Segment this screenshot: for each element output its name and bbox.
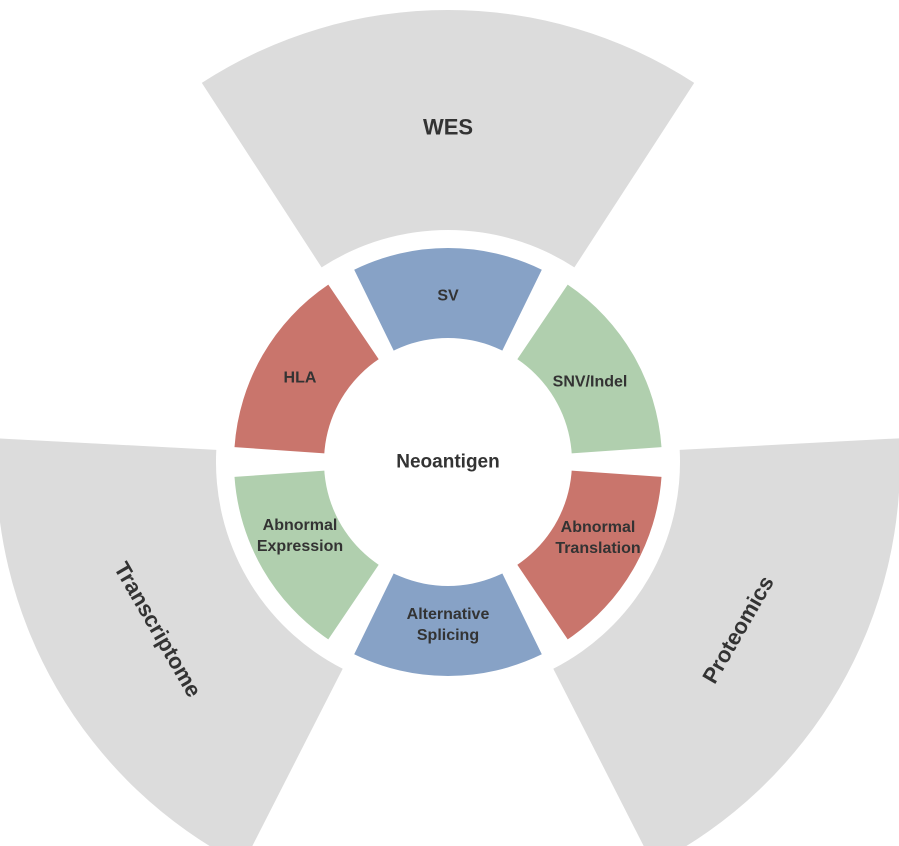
- inner-label-hla: HLA: [284, 370, 317, 387]
- inner-label-abnormal-translation-line1: Abnormal: [561, 519, 636, 536]
- inner-ring: SV SNV/IndelAbnormalTranslationAlternativ…: [234, 248, 662, 676]
- inner-label-sv: SV: [437, 288, 459, 305]
- inner-segment-abnormal-translation: [516, 470, 662, 640]
- inner-segment-abnormal-expression: [234, 470, 380, 640]
- outer-segment-wes: [201, 9, 695, 268]
- inner-segment-sv: [354, 248, 542, 353]
- inner-segment-alternative-splicing: [354, 571, 542, 676]
- center-label: Neoantigen: [396, 452, 499, 473]
- outer-segment-proteomics: [553, 438, 899, 846]
- inner-label-snv-indel: SNV/Indel: [553, 374, 628, 391]
- center-disc: [324, 338, 572, 586]
- outer-label-wes: WES: [423, 115, 473, 140]
- inner-label-alternative-splicing-line1: Alternative: [407, 606, 490, 623]
- inner-label-abnormal-expression-line1: Abnormal: [263, 517, 338, 534]
- inner-segment-snv-indel: [516, 284, 662, 454]
- inner-label-abnormal-translation-line2: Translation: [555, 540, 640, 557]
- inner-segment-hla: [234, 284, 380, 454]
- inner-label-abnormal-expression-line2: Expression: [257, 538, 343, 555]
- outer-segment-transcriptome: [0, 438, 343, 846]
- inner-label-alternative-splicing-line2: Splicing: [417, 627, 479, 644]
